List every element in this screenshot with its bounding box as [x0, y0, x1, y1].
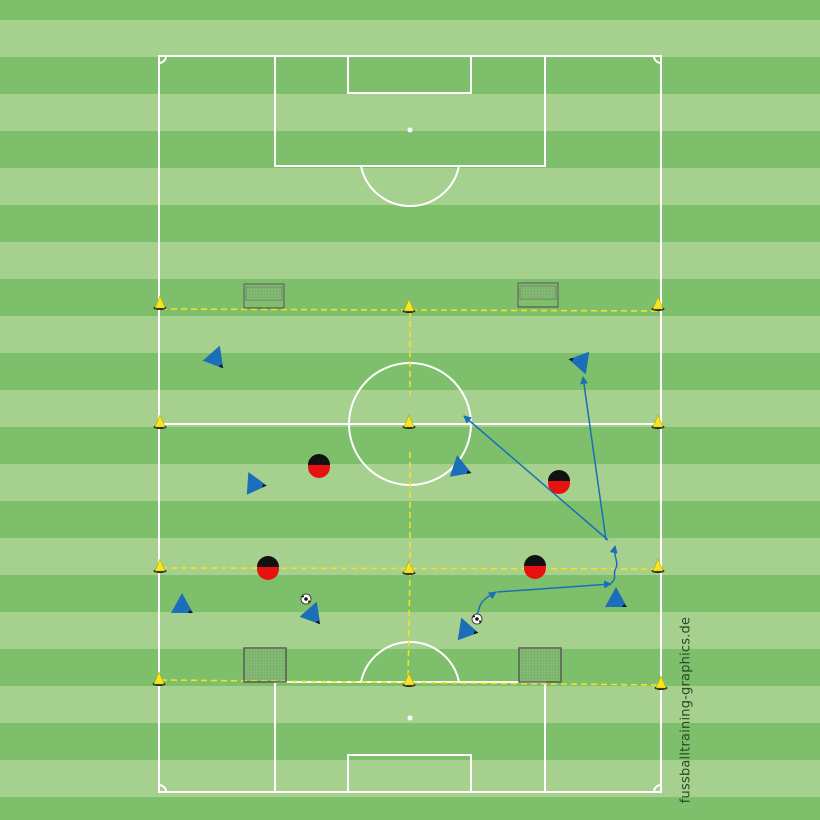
cone-icon	[402, 560, 416, 575]
mini-goal-icon	[517, 282, 559, 308]
top-goal-area	[347, 55, 472, 94]
blue-player-icon	[449, 455, 472, 477]
pass-arrow	[496, 580, 612, 593]
cone-icon	[651, 558, 665, 573]
arrows	[463, 376, 618, 617]
top-penalty-spot	[407, 127, 413, 133]
blue-player-icon	[246, 472, 267, 495]
cone-icon	[402, 298, 416, 313]
cone-icon	[651, 296, 665, 311]
blue-player-icon	[605, 587, 627, 607]
corner-arc	[158, 784, 167, 793]
blue-player-icon	[202, 345, 224, 369]
blue-players	[171, 345, 627, 641]
mini-goal-icon	[243, 283, 285, 309]
cone-icon	[402, 672, 416, 687]
zone-line-vertical-bottom	[407, 569, 411, 681]
pass-arrow	[463, 415, 609, 541]
corner-arc	[653, 784, 662, 793]
grass-stripe	[0, 242, 820, 279]
balls	[300, 593, 483, 625]
blue-player-icon	[171, 593, 193, 613]
zone-line-top	[160, 308, 660, 312]
cones	[152, 295, 668, 690]
corner-arc	[653, 55, 662, 64]
grass-stripe	[0, 94, 820, 131]
grass-stripe	[0, 168, 820, 205]
mini-goal-icon	[243, 647, 287, 683]
grass-stripe	[0, 0, 820, 20]
watermark-text: fussballtraining-graphics.de	[678, 616, 694, 804]
pass-arrow	[580, 376, 607, 541]
red-player-icon	[308, 454, 330, 478]
cone-icon	[153, 558, 167, 573]
cone-icon	[402, 414, 416, 429]
grass-stripe	[0, 760, 820, 797]
cone-icon	[654, 675, 668, 690]
red-player-icon	[548, 470, 570, 494]
cone-icon	[153, 295, 167, 310]
dribble-arrow	[609, 545, 618, 584]
top-penalty-arc	[360, 165, 460, 208]
grass-stripe	[0, 20, 820, 57]
blue-player-icon	[457, 617, 479, 641]
grass-stripe	[0, 723, 820, 760]
grass-stripe	[0, 205, 820, 242]
red-player-icon	[524, 555, 546, 579]
blue-player-icon	[299, 601, 321, 625]
bottom-penalty-arc	[360, 640, 460, 683]
corner-arc	[158, 55, 167, 64]
mini-goals	[243, 282, 562, 683]
bottom-penalty-spot	[407, 715, 413, 721]
grass-stripe	[0, 612, 820, 649]
cone-icon	[152, 671, 166, 686]
grass-stripe	[0, 797, 820, 820]
red-player-icon	[257, 556, 279, 580]
bottom-goal-area	[347, 754, 472, 793]
grass-stripe	[0, 57, 820, 94]
cone-icon	[651, 414, 665, 429]
cone-icon	[153, 414, 167, 429]
grass-stripe	[0, 427, 820, 464]
mini-goal-icon	[518, 647, 562, 683]
grass-stripe	[0, 131, 820, 168]
red-players	[257, 454, 570, 580]
ball-icon	[471, 613, 483, 625]
zone-line-middle	[160, 567, 660, 570]
blue-player-icon	[568, 351, 590, 375]
dribble-arrow	[475, 591, 497, 617]
ball-icon	[300, 593, 312, 605]
